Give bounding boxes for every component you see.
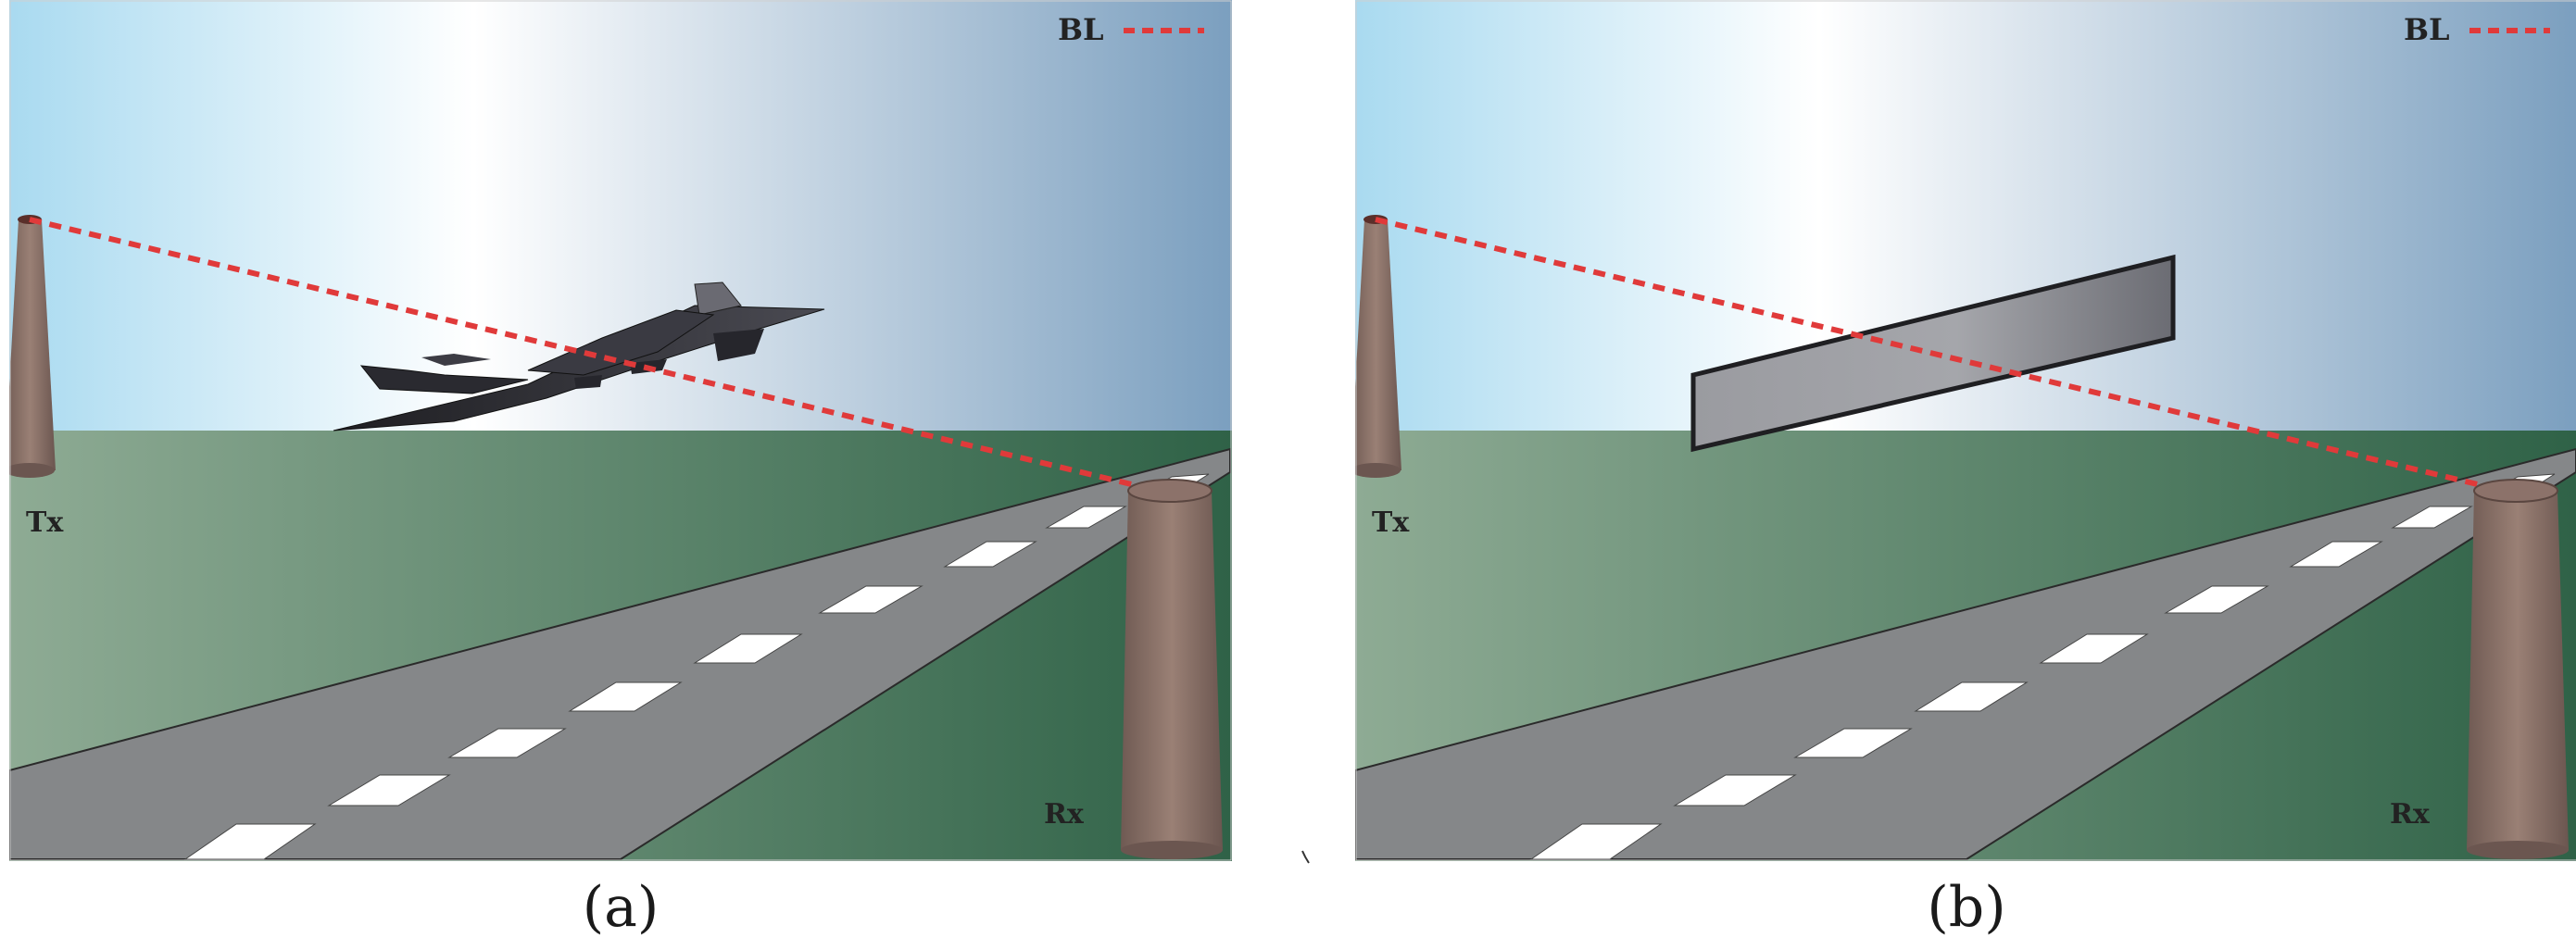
stray-mark <box>1301 850 1310 864</box>
caption-b: (b) <box>1927 875 2006 940</box>
aircraft <box>333 281 825 431</box>
runway <box>9 447 1231 860</box>
rx-tower <box>1121 479 1223 859</box>
legend: BL <box>1058 12 1204 47</box>
rx-label: Rx <box>2390 798 2431 831</box>
tx-label: Tx <box>1372 506 1410 539</box>
panel-b-scene: Tx Rx BL <box>1355 0 2576 861</box>
runway <box>1355 447 2576 860</box>
legend-label: BL <box>1058 12 1104 47</box>
legend-label: BL <box>2404 12 2450 47</box>
panel-border <box>9 0 1232 861</box>
tx-label: Tx <box>26 506 64 539</box>
rx-label: Rx <box>1044 798 1085 831</box>
panel-border <box>1355 0 2576 861</box>
legend: BL <box>2404 12 2550 47</box>
panel-a-scene: Tx Rx BL <box>9 0 1232 861</box>
rx-tower <box>2467 479 2569 859</box>
caption-a: (a) <box>582 875 660 940</box>
